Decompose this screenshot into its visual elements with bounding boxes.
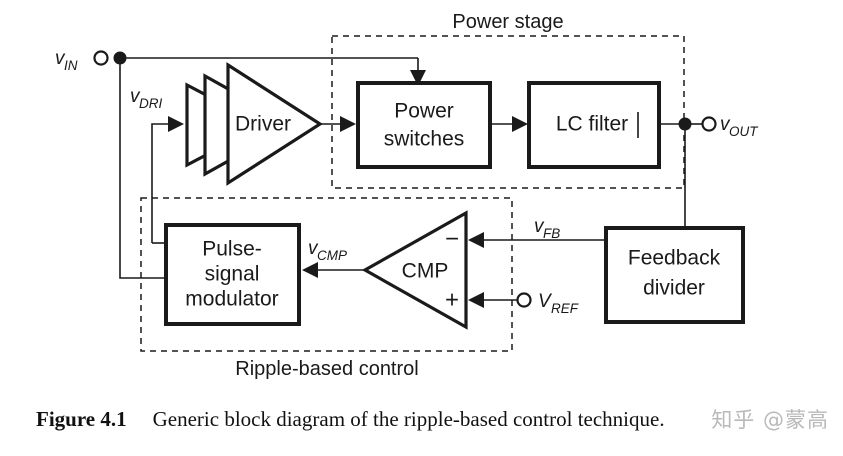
vfb-label-sub: FB [543, 226, 560, 241]
power-switches-label-line2: switches [384, 128, 465, 151]
vcmp-label-sub: CMP [317, 248, 347, 263]
vcmp-arrowhead [302, 262, 318, 278]
vin-left-branch-to-modulator [119, 64, 166, 279]
vdri-wire [151, 123, 170, 243]
comparator-plus-sign: + [445, 286, 459, 313]
vin-to-switches-arrowhead [410, 70, 426, 86]
vcmp-signal-label: v CMP [308, 238, 347, 263]
ripple-control-dashed-boundary [140, 197, 513, 352]
vfb-label-base: v [534, 216, 545, 237]
power-switches-block [356, 81, 492, 169]
feedback-divider-block [604, 226, 745, 324]
vfb-signal-label: v FB [534, 216, 560, 241]
figure-caption-number: Figure 4.1 [36, 406, 127, 431]
driver-label: Driver [235, 113, 291, 136]
vdri-arrowhead [168, 116, 184, 132]
vin-signal-label: v IN [55, 48, 78, 73]
vdri-label-sub: DRI [139, 96, 162, 111]
vout-signal-label: v OUT [720, 114, 759, 139]
vref-terminal-circle [516, 292, 532, 308]
power-stage-label: Power stage [452, 11, 563, 33]
vout-label-sub: OUT [729, 124, 759, 139]
vin-label-sub: IN [64, 58, 78, 73]
pulse-modulator-label-line3: modulator [185, 288, 278, 311]
vout-terminal-circle [701, 116, 717, 132]
figure-caption: Figure 4.1 Generic block diagram of the … [0, 398, 843, 440]
driver-buffer-stage-2 [203, 73, 232, 177]
switches-to-filter-arrowhead [512, 116, 528, 132]
feedback-divider-label-line2: divider [643, 277, 705, 300]
vdri-label-base: v [130, 86, 141, 107]
power-switches-label-line1: Power [394, 100, 454, 123]
vout-junction-dot [678, 117, 692, 131]
pulse-modulator-label-line1: Pulse- [202, 238, 262, 261]
pulse-modulator-block [164, 223, 301, 326]
vdri-signal-label: v DRI [130, 86, 162, 111]
vref-label-base: V [538, 291, 553, 312]
vref-label-sub: REF [551, 301, 579, 316]
comparator-triangle [361, 210, 468, 330]
power-stage-dashed-boundary [331, 35, 685, 189]
figure-caption-text: Generic block diagram of the ripple-base… [152, 406, 665, 431]
comparator-minus-sign: − [445, 225, 459, 252]
vin-label-base: v [55, 48, 66, 69]
vout-label-base: v [720, 114, 731, 135]
ripple-control-label: Ripple-based control [235, 358, 418, 380]
driver-buffer-stage-1 [185, 82, 208, 168]
lc-filter-label: LC filter [556, 113, 628, 136]
vref-signal-label: V REF [538, 291, 579, 316]
feedback-divider-label-line1: Feedback [628, 247, 721, 270]
vin-junction-dot [113, 51, 127, 65]
pulse-modulator-label-line2: signal [205, 263, 260, 286]
driver-output-arrowhead [340, 116, 356, 132]
vcmp-label-base: v [308, 238, 319, 259]
vfb-arrowhead [468, 232, 484, 248]
vref-arrowhead [468, 292, 484, 308]
vin-terminal-circle [93, 50, 109, 66]
driver-main-triangle [226, 62, 323, 186]
comparator-label: CMP [402, 260, 449, 283]
